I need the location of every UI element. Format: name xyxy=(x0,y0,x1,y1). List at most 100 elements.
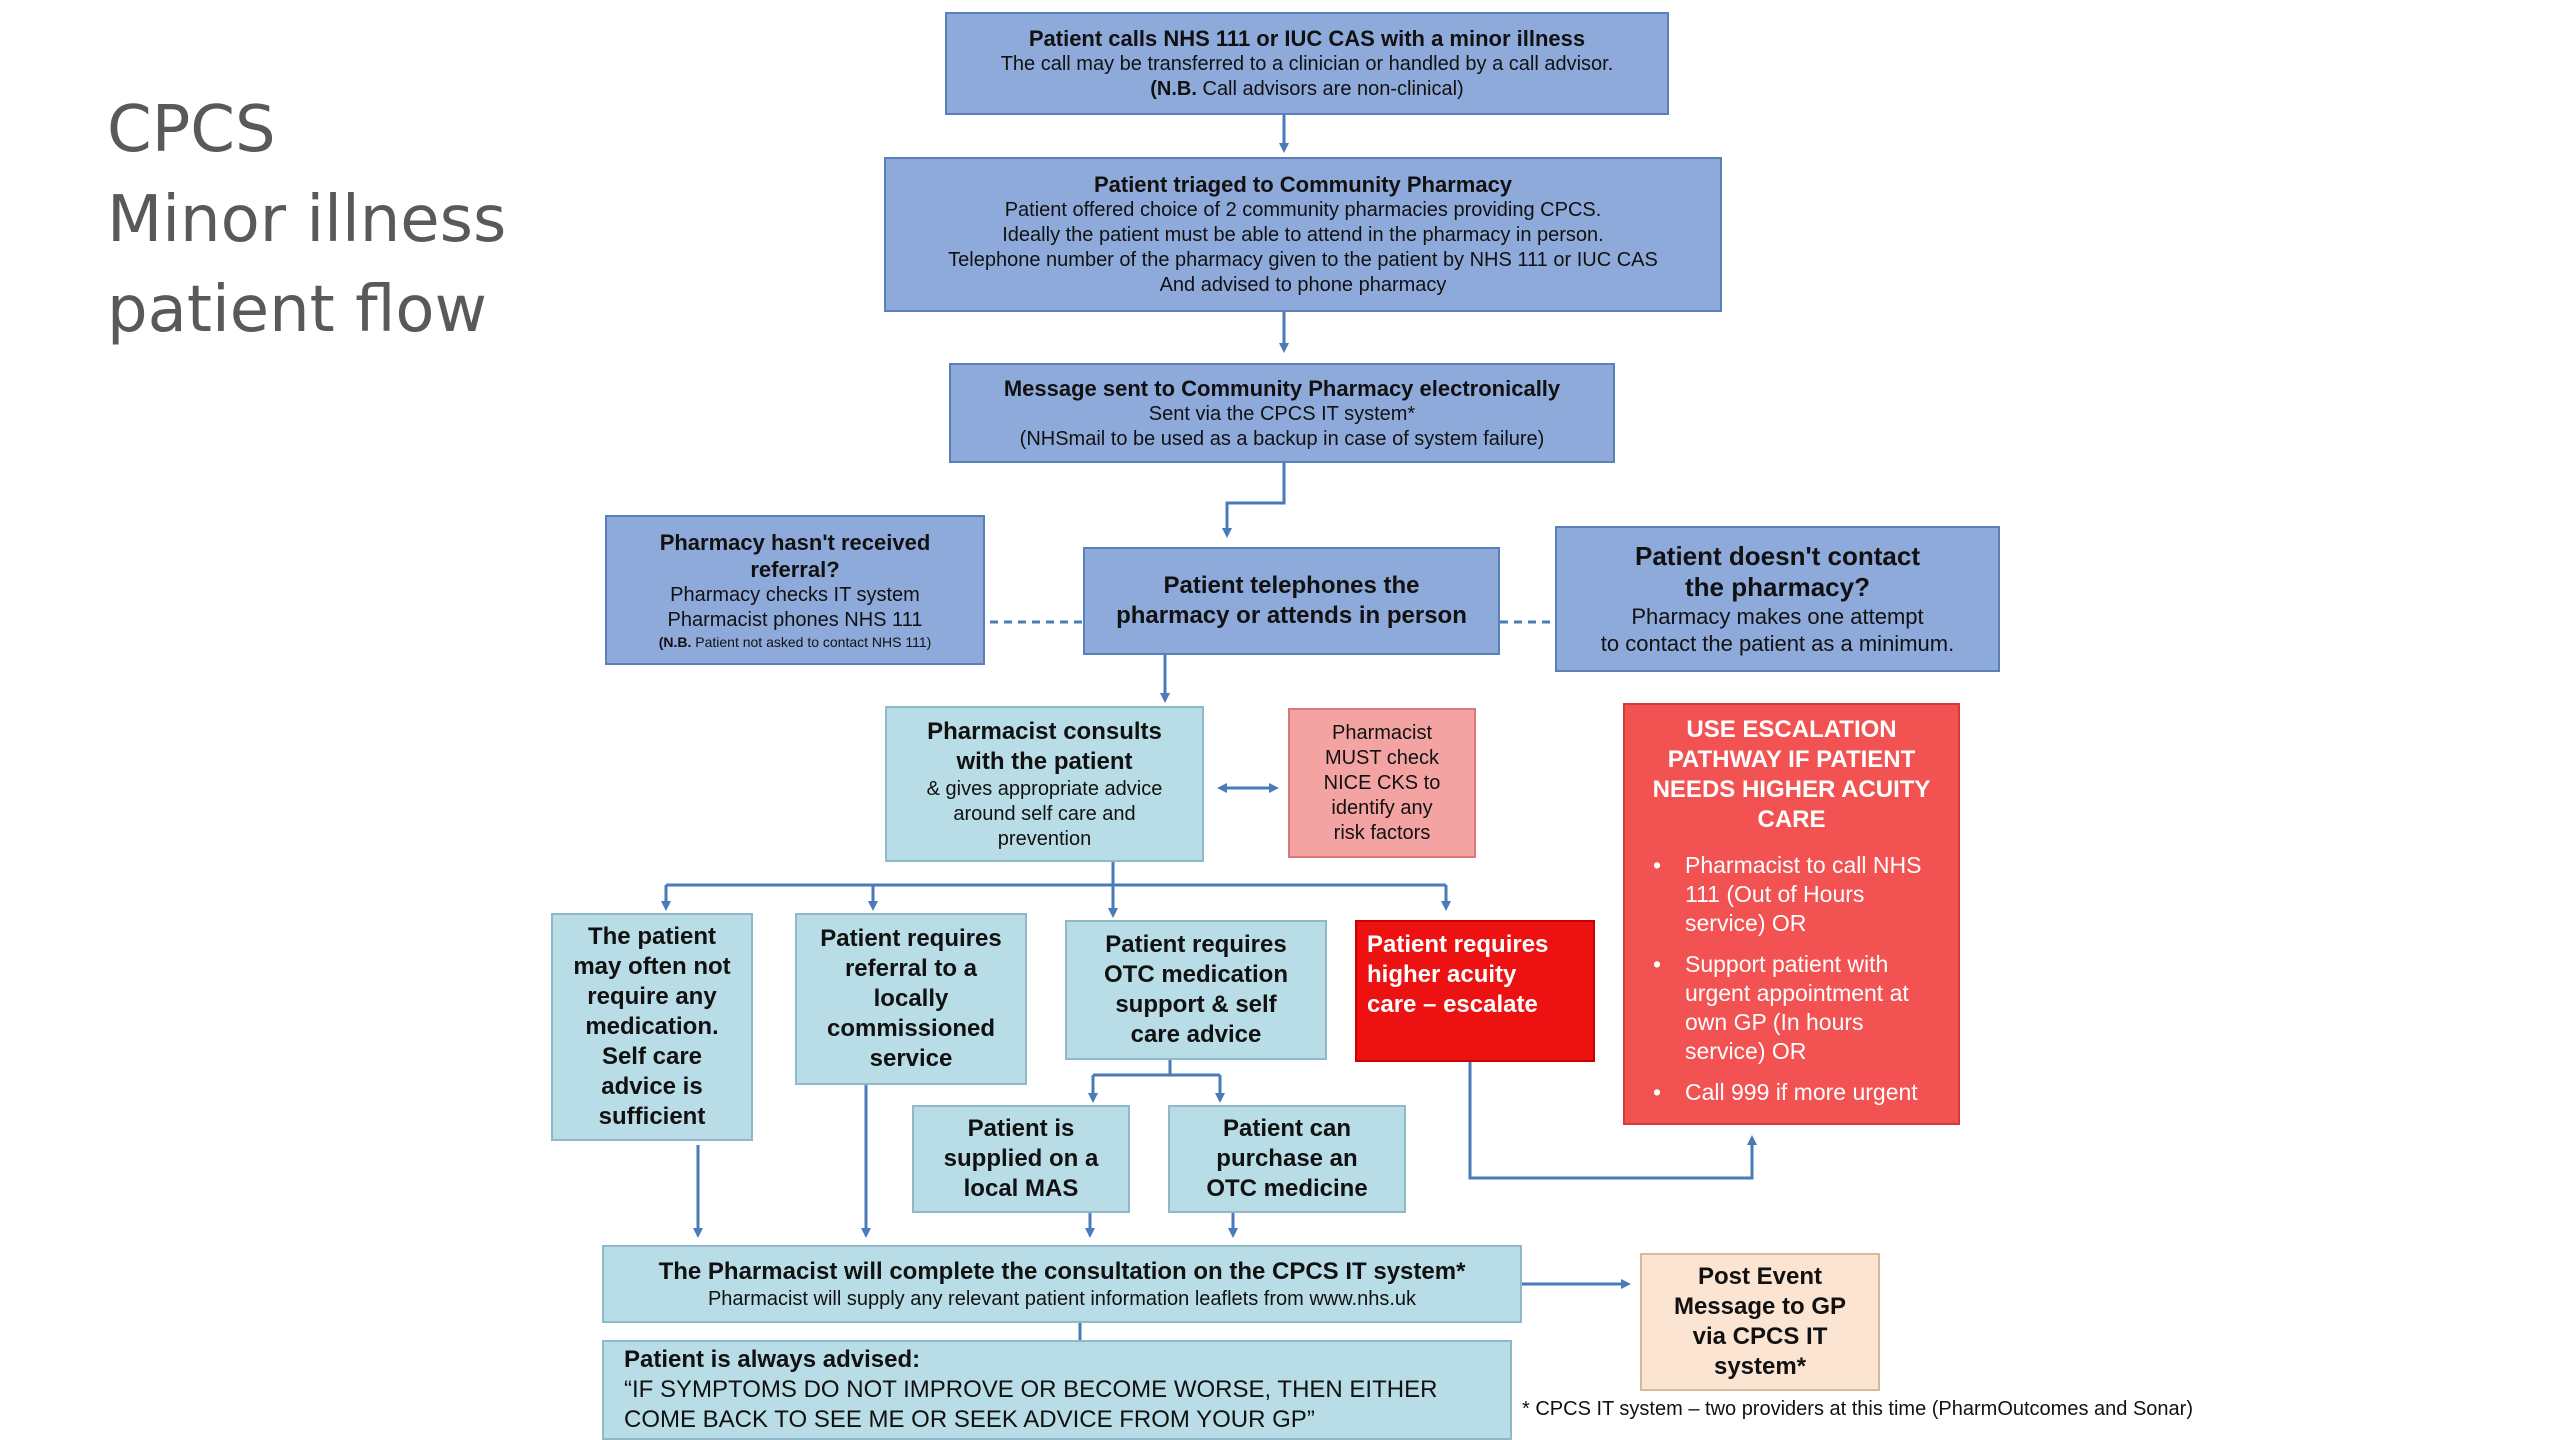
node-text: supplied on a xyxy=(943,1145,1099,1172)
node-text: sufficient xyxy=(598,1103,706,1130)
slide-title-line-3: patient flow xyxy=(107,273,487,347)
node-patient-calls-nhs-111: Patient calls NHS 111 or IUC CAS with a … xyxy=(945,12,1669,115)
node-text: via CPCS IT xyxy=(1692,1323,1828,1350)
nb-text: Call advisors are non-clinical) xyxy=(1196,78,1464,100)
escalation-item-line: urgent appointment at xyxy=(1685,980,1909,1006)
node-text: referral to a xyxy=(844,955,978,982)
node-title: the pharmacy? xyxy=(1685,572,1870,602)
node-referral-locally-commissioned: Patient requires referral to a locally c… xyxy=(795,913,1027,1085)
node-text: OTC medication xyxy=(1103,961,1289,988)
node-text: Pharmacy checks IT system xyxy=(670,584,920,606)
node-title: Patient triaged to Community Pharmacy xyxy=(1093,172,1513,197)
node-text: care – escalate xyxy=(1367,991,1538,1018)
node-title: with the patient xyxy=(956,747,1133,775)
node-text: identify any xyxy=(1331,796,1433,819)
node-text: advice is xyxy=(601,1073,703,1100)
node-text: “IF SYMPTOMS DO NOT IMPROVE OR BECOME WO… xyxy=(624,1376,1438,1403)
bullet-icon: • xyxy=(1653,1079,1662,1105)
node-text: OTC medicine xyxy=(1206,1175,1368,1202)
node-text: The patient xyxy=(587,923,716,950)
node-text: support & self xyxy=(1115,991,1277,1018)
node-text: Patient requires xyxy=(1105,931,1287,958)
node-text: around self care and xyxy=(953,802,1136,825)
arrow-higher-acuity-to-escalation xyxy=(1468,1062,1757,1180)
node-text: Patient requires xyxy=(1367,931,1549,958)
node-text: The call may be transferred to a clinici… xyxy=(1000,53,1614,75)
node-text: prevention xyxy=(997,827,1092,850)
node-text: Patient offered choice of 2 community ph… xyxy=(1004,199,1602,221)
node-text: commissioned xyxy=(826,1015,996,1042)
bullet-icon: • xyxy=(1653,852,1662,878)
node-title: Patient telephones the xyxy=(1163,572,1420,599)
escalation-item: • Pharmacist to call NHS 111 (Out of Hou… xyxy=(1645,851,1938,938)
slide-title-line-2: Minor illness xyxy=(107,183,507,257)
node-patient-doesnt-contact: Patient doesn't contact the pharmacy? Ph… xyxy=(1555,526,2000,672)
node-text: Pharmacist xyxy=(1331,721,1433,744)
node-text: to contact the patient as a minimum. xyxy=(1600,631,1955,656)
node-text: system* xyxy=(1713,1353,1807,1380)
node-text: Patient is xyxy=(967,1115,1075,1142)
node-complete-consultation: The Pharmacist will complete the consult… xyxy=(602,1245,1522,1323)
node-text: Pharmacist will supply any relevant pati… xyxy=(707,1287,1417,1310)
node-escalation-pathway: USE ESCALATION PATHWAY IF PATIENT NEEDS … xyxy=(1623,703,1960,1125)
node-title: USE ESCALATION xyxy=(1686,716,1897,743)
node-text: Self care xyxy=(601,1043,703,1070)
node-text: care advice xyxy=(1130,1021,1262,1048)
node-title: Patient doesn't contact xyxy=(1635,541,1920,571)
escalation-list: • Pharmacist to call NHS 111 (Out of Hou… xyxy=(1635,851,1948,1119)
node-title: pharmacy or attends in person xyxy=(1116,602,1467,629)
node-pharmacy-no-referral: Pharmacy hasn't received referral? Pharm… xyxy=(605,515,985,665)
node-text: & gives appropriate advice xyxy=(926,777,1163,800)
node-text: Ideally the patient must be able to atte… xyxy=(1002,224,1604,246)
node-patient-telephones: Patient telephones the pharmacy or atten… xyxy=(1083,547,1500,655)
node-title: Pharmacy hasn't received xyxy=(659,530,931,555)
node-title: Message sent to Community Pharmacy elect… xyxy=(1003,375,1561,401)
node-title: Patient calls NHS 111 or IUC CAS with a … xyxy=(1028,26,1586,51)
escalation-item: • Call 999 if more urgent xyxy=(1645,1078,1938,1107)
slide-title: CPCS Minor illness patient flow xyxy=(107,85,506,355)
node-note: (N.B. Call advisors are non-clinical) xyxy=(1150,77,1463,102)
node-text: purchase an xyxy=(1216,1145,1358,1172)
node-text: Pharmacist phones NHS 111 xyxy=(667,609,923,631)
node-nice-cks-check: Pharmacist MUST check NICE CKS to identi… xyxy=(1288,708,1476,858)
node-text: NICE CKS to xyxy=(1323,771,1441,794)
slide-title-line-1: CPCS xyxy=(107,93,276,167)
node-patient-always-advised: Patient is always advised: “IF SYMPTOMS … xyxy=(602,1340,1512,1440)
node-title: NEEDS HIGHER ACUITY xyxy=(1652,776,1931,803)
node-note: (N.B. Patient not asked to contact NHS 1… xyxy=(659,633,932,651)
node-text: risk factors xyxy=(1333,821,1431,844)
nb-label: (N.B. xyxy=(658,634,692,650)
node-text: Post Event xyxy=(1697,1263,1823,1290)
escalation-item-line: service) OR xyxy=(1685,910,1807,936)
node-text: Message to GP xyxy=(1673,1293,1847,1320)
node-text: MUST check xyxy=(1324,746,1440,769)
nb-label: (N.B. xyxy=(1150,78,1197,100)
escalation-item-line: service) OR xyxy=(1685,1038,1807,1064)
bullet-icon: • xyxy=(1653,951,1662,977)
node-message-sent-electronically: Message sent to Community Pharmacy elect… xyxy=(949,363,1615,463)
nb-text: Patient not asked to contact NHS 111) xyxy=(691,634,932,650)
node-text: local MAS xyxy=(963,1175,1079,1202)
node-text: Patient can xyxy=(1222,1115,1352,1142)
node-triaged-to-community-pharmacy: Patient triaged to Community Pharmacy Pa… xyxy=(884,157,1722,312)
node-text: Sent via the CPCS IT system* xyxy=(1148,402,1416,425)
node-otc-medication-support: Patient requires OTC medication support … xyxy=(1065,920,1327,1060)
node-text: Patient requires xyxy=(820,925,1002,952)
escalation-item-line: Support patient with xyxy=(1685,951,1889,977)
arrow-message-to-telephones xyxy=(1222,463,1286,538)
node-title: referral? xyxy=(750,557,840,582)
node-self-care-sufficient: The patient may often not require any me… xyxy=(551,913,753,1141)
node-text: Telephone number of the pharmacy given t… xyxy=(948,249,1658,271)
node-purchase-otc-medicine: Patient can purchase an OTC medicine xyxy=(1168,1105,1406,1213)
node-post-event-message: Post Event Message to GP via CPCS IT sys… xyxy=(1640,1253,1880,1391)
node-title: The Pharmacist will complete the consult… xyxy=(658,1257,1466,1285)
node-text: medication. xyxy=(585,1013,719,1040)
escalation-item: • Support patient with urgent appointmen… xyxy=(1645,950,1938,1066)
node-text: service xyxy=(869,1045,953,1072)
node-text: locally xyxy=(873,985,949,1012)
node-title: Patient is always advised: xyxy=(624,1346,921,1373)
node-title: PATHWAY IF PATIENT xyxy=(1667,746,1916,773)
node-supplied-local-mas: Patient is supplied on a local MAS xyxy=(912,1105,1130,1213)
escalation-item-line: Pharmacist to call NHS xyxy=(1685,852,1922,878)
